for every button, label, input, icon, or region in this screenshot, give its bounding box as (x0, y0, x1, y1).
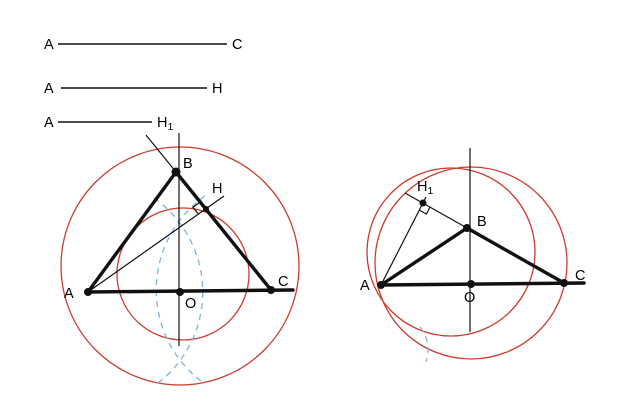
left-point-h-dot (203, 206, 209, 212)
left-label-a: A (64, 286, 74, 302)
left-right-angle-mark (192, 201, 201, 215)
left-compass-arc-from-c (155, 195, 206, 385)
left-circumcircle-red-large (60, 146, 300, 386)
left-triangle (86, 170, 295, 294)
right-circle-red-offset (366, 167, 536, 337)
left-thin-lines (87, 133, 225, 346)
figure-right: A B C O H1 (360, 148, 586, 363)
right-points (377, 199, 568, 289)
right-point-h1-dot (419, 199, 427, 207)
segment3-label-right: H1 (157, 115, 173, 133)
right-triangle (379, 226, 586, 287)
right-label-h1: H1 (417, 179, 433, 197)
left-point-o-dot (176, 288, 184, 296)
left-triangle-base-ac (86, 288, 295, 294)
left-circle-red-small (116, 207, 250, 341)
left-triangle-side-bc (174, 170, 273, 292)
right-line-cb-extension (404, 192, 468, 229)
right-point-o-dot (467, 280, 475, 288)
right-right-angle-mark (419, 206, 431, 215)
left-point-labels: A B C O H (64, 156, 288, 312)
left-altitude-line-ah (87, 195, 225, 293)
right-thin-lines (380, 148, 471, 332)
right-altitude-line-ah1 (380, 196, 427, 286)
segment3-label-right-base: H (157, 115, 167, 131)
right-compass-arc-blue (419, 326, 429, 363)
segment1-label-left: A (44, 37, 54, 53)
left-line-cb-extension (145, 134, 177, 173)
left-point-c-dot (267, 286, 275, 294)
right-label-c: C (575, 268, 585, 284)
left-label-c: C (278, 274, 288, 290)
right-circumcircle-red-large (374, 166, 568, 360)
given-segments-labels: A C A H A H1 (44, 37, 242, 133)
segment3-label-left: A (44, 115, 54, 131)
right-label-h1-subscript: 1 (427, 185, 433, 197)
segment1-label-right: C (232, 37, 242, 53)
left-point-b-dot (171, 167, 181, 177)
segment2-label-right: H (212, 81, 222, 97)
right-label-o: O (464, 290, 475, 306)
right-point-labels: A B C O H1 (360, 179, 585, 306)
left-label-h: H (212, 181, 222, 197)
given-segments-panel (58, 43, 227, 123)
left-points (84, 167, 275, 296)
right-label-a: A (360, 278, 370, 294)
right-triangle-side-ab (379, 226, 469, 287)
right-triangle-base-ac (379, 281, 586, 287)
right-label-h1-base: H (417, 179, 427, 195)
segment3-label-right-subscript: 1 (167, 121, 173, 133)
left-compass-arc-from-a (153, 197, 204, 387)
right-label-b: B (477, 214, 487, 230)
segment2-label-left: A (44, 81, 54, 97)
left-triangle-side-ab (86, 170, 178, 294)
right-triangle-side-bc (465, 226, 566, 285)
figure-left: A B C O H (60, 133, 300, 387)
right-point-b-dot (463, 224, 471, 232)
left-label-b: B (183, 156, 193, 172)
left-label-o: O (185, 296, 196, 312)
right-point-c-dot (560, 279, 568, 287)
left-point-a-dot (84, 288, 92, 296)
right-point-a-dot (377, 281, 385, 289)
